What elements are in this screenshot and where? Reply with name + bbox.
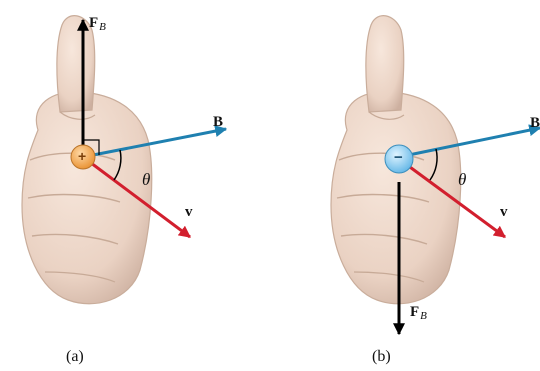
- caption-a: (a): [66, 348, 84, 365]
- angle-label-b: θ: [458, 170, 467, 189]
- velocity-arrow-b: [398, 157, 506, 239]
- velocity-label-b: v: [500, 204, 508, 220]
- right-angle-mark-a: [83, 139, 100, 155]
- force-label-a: FB: [89, 15, 106, 33]
- force-subscript-a: B: [99, 21, 106, 33]
- field-label-b: B: [530, 115, 540, 131]
- positive-charge: [70, 144, 96, 170]
- force-subscript-b: B: [420, 310, 427, 322]
- field-label-a: B: [213, 114, 224, 130]
- force-symbol-a: F: [89, 15, 99, 31]
- negative-charge: [384, 144, 414, 174]
- angle-label-a: θ: [142, 170, 151, 189]
- force-label-b: FB: [410, 304, 427, 322]
- positive-charge-sign: +: [78, 148, 87, 164]
- caption-b: (b): [372, 348, 391, 365]
- force-symbol-b: F: [410, 304, 420, 320]
- velocity-arrow-a: [82, 155, 191, 239]
- velocity-label-a: v: [185, 204, 193, 220]
- negative-charge-sign: −: [394, 149, 403, 166]
- hand-a: [21, 15, 153, 305]
- field-arrow-a: [82, 125, 228, 159]
- angle-arc-b: [429, 148, 438, 181]
- field-arrow-b: [398, 124, 540, 159]
- angle-arc-a: [113, 149, 122, 181]
- hand-b: [330, 15, 462, 305]
